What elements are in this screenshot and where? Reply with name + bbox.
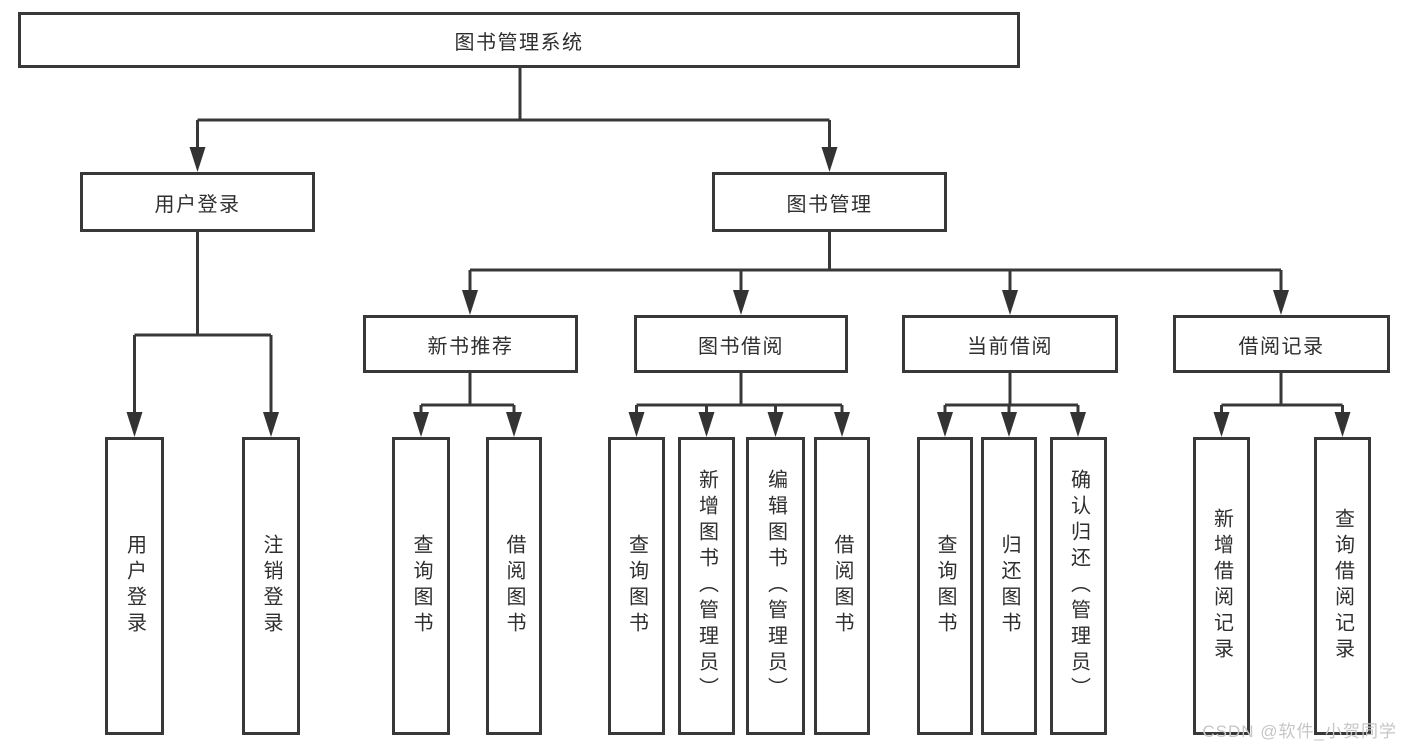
connector-new-book-rec — [413, 373, 522, 437]
arrowhead — [1002, 290, 1018, 315]
node-label: 确认归还（管理员） — [1067, 469, 1090, 703]
arrowhead — [937, 412, 953, 437]
node-label: 查询图书 — [934, 534, 956, 638]
node-label: 编辑图书（管理员） — [764, 469, 787, 703]
arrowhead — [733, 290, 749, 315]
node-root-label: 图书管理系统 — [454, 31, 584, 54]
node-return-book: 归还图书 — [981, 437, 1037, 735]
node-label: 归还图书 — [998, 534, 1020, 638]
arrowhead — [1334, 412, 1351, 437]
node-query-book-2: 查询图书 — [608, 437, 665, 735]
node-logout: 注销登录 — [242, 437, 300, 735]
node-book-borrow: 图书借阅 — [634, 315, 848, 373]
node-add-borrow-rec: 新增借阅记录 — [1193, 437, 1250, 735]
node-label: 用户登录 — [123, 534, 146, 638]
arrowhead — [834, 412, 850, 437]
node-label: 新增借阅记录 — [1210, 508, 1233, 664]
node-borrow-book-1: 借阅图书 — [486, 437, 542, 735]
node-label: 用户登录 — [154, 193, 241, 216]
node-label: 当前借阅 — [967, 335, 1053, 358]
arrowhead — [821, 147, 838, 172]
connector-current-borrow — [937, 373, 1086, 437]
csdn-watermark: CSDN @软件_小贺同学 — [1202, 722, 1397, 741]
arrowhead — [767, 412, 784, 437]
connector-borrow-record — [1213, 373, 1351, 437]
node-user-login: 用户登录 — [105, 437, 164, 735]
arrowhead — [1273, 290, 1289, 315]
arrowhead — [1213, 412, 1230, 437]
node-label: 查询借阅记录 — [1331, 508, 1354, 664]
node-borrow-book-2: 借阅图书 — [814, 437, 870, 735]
arrowhead — [698, 412, 715, 437]
node-borrow-record: 借阅记录 — [1173, 315, 1390, 373]
node-label: 注销登录 — [260, 534, 282, 638]
node-label: 图书借阅 — [698, 335, 784, 358]
node-edit-book-admin: 编辑图书（管理员） — [746, 437, 805, 735]
node-label: 新书推荐 — [427, 335, 514, 358]
node-query-borrow-rec: 查询借阅记录 — [1314, 437, 1371, 735]
connector-root-to-level2 — [189, 68, 838, 172]
arrowhead — [1001, 412, 1017, 437]
node-user-login-group: 用户登录 — [80, 172, 315, 232]
arrowhead — [628, 412, 645, 437]
node-label: 借阅记录 — [1238, 335, 1325, 358]
arrowhead — [263, 412, 279, 437]
connector-book-borrow — [628, 373, 850, 437]
arrowhead — [506, 412, 522, 437]
connector-user-login-group — [126, 232, 279, 437]
node-book-mgmt-group: 图书管理 — [712, 172, 947, 232]
arrowhead — [413, 412, 429, 437]
node-confirm-return: 确认归还（管理员） — [1050, 437, 1107, 735]
node-query-book-3: 查询图书 — [917, 437, 973, 735]
node-add-book-admin: 新增图书（管理员） — [678, 437, 735, 735]
node-label: 查询图书 — [410, 534, 432, 638]
node-current-borrow: 当前借阅 — [902, 315, 1118, 373]
arrowhead — [1070, 412, 1086, 437]
node-label: 借阅图书 — [503, 534, 525, 638]
node-label: 新增图书（管理员） — [695, 469, 718, 703]
node-new-book-rec: 新书推荐 — [363, 315, 578, 373]
arrowhead — [126, 412, 143, 437]
node-label: 图书管理 — [786, 193, 873, 216]
node-label: 借阅图书 — [831, 534, 853, 638]
node-label: 查询图书 — [625, 534, 648, 638]
node-query-book-1: 查询图书 — [392, 437, 450, 735]
connector-book-mgmt-group — [462, 232, 1289, 315]
arrowhead — [189, 147, 206, 172]
arrowhead — [462, 290, 478, 315]
node-root: 图书管理系统 — [18, 12, 1020, 68]
